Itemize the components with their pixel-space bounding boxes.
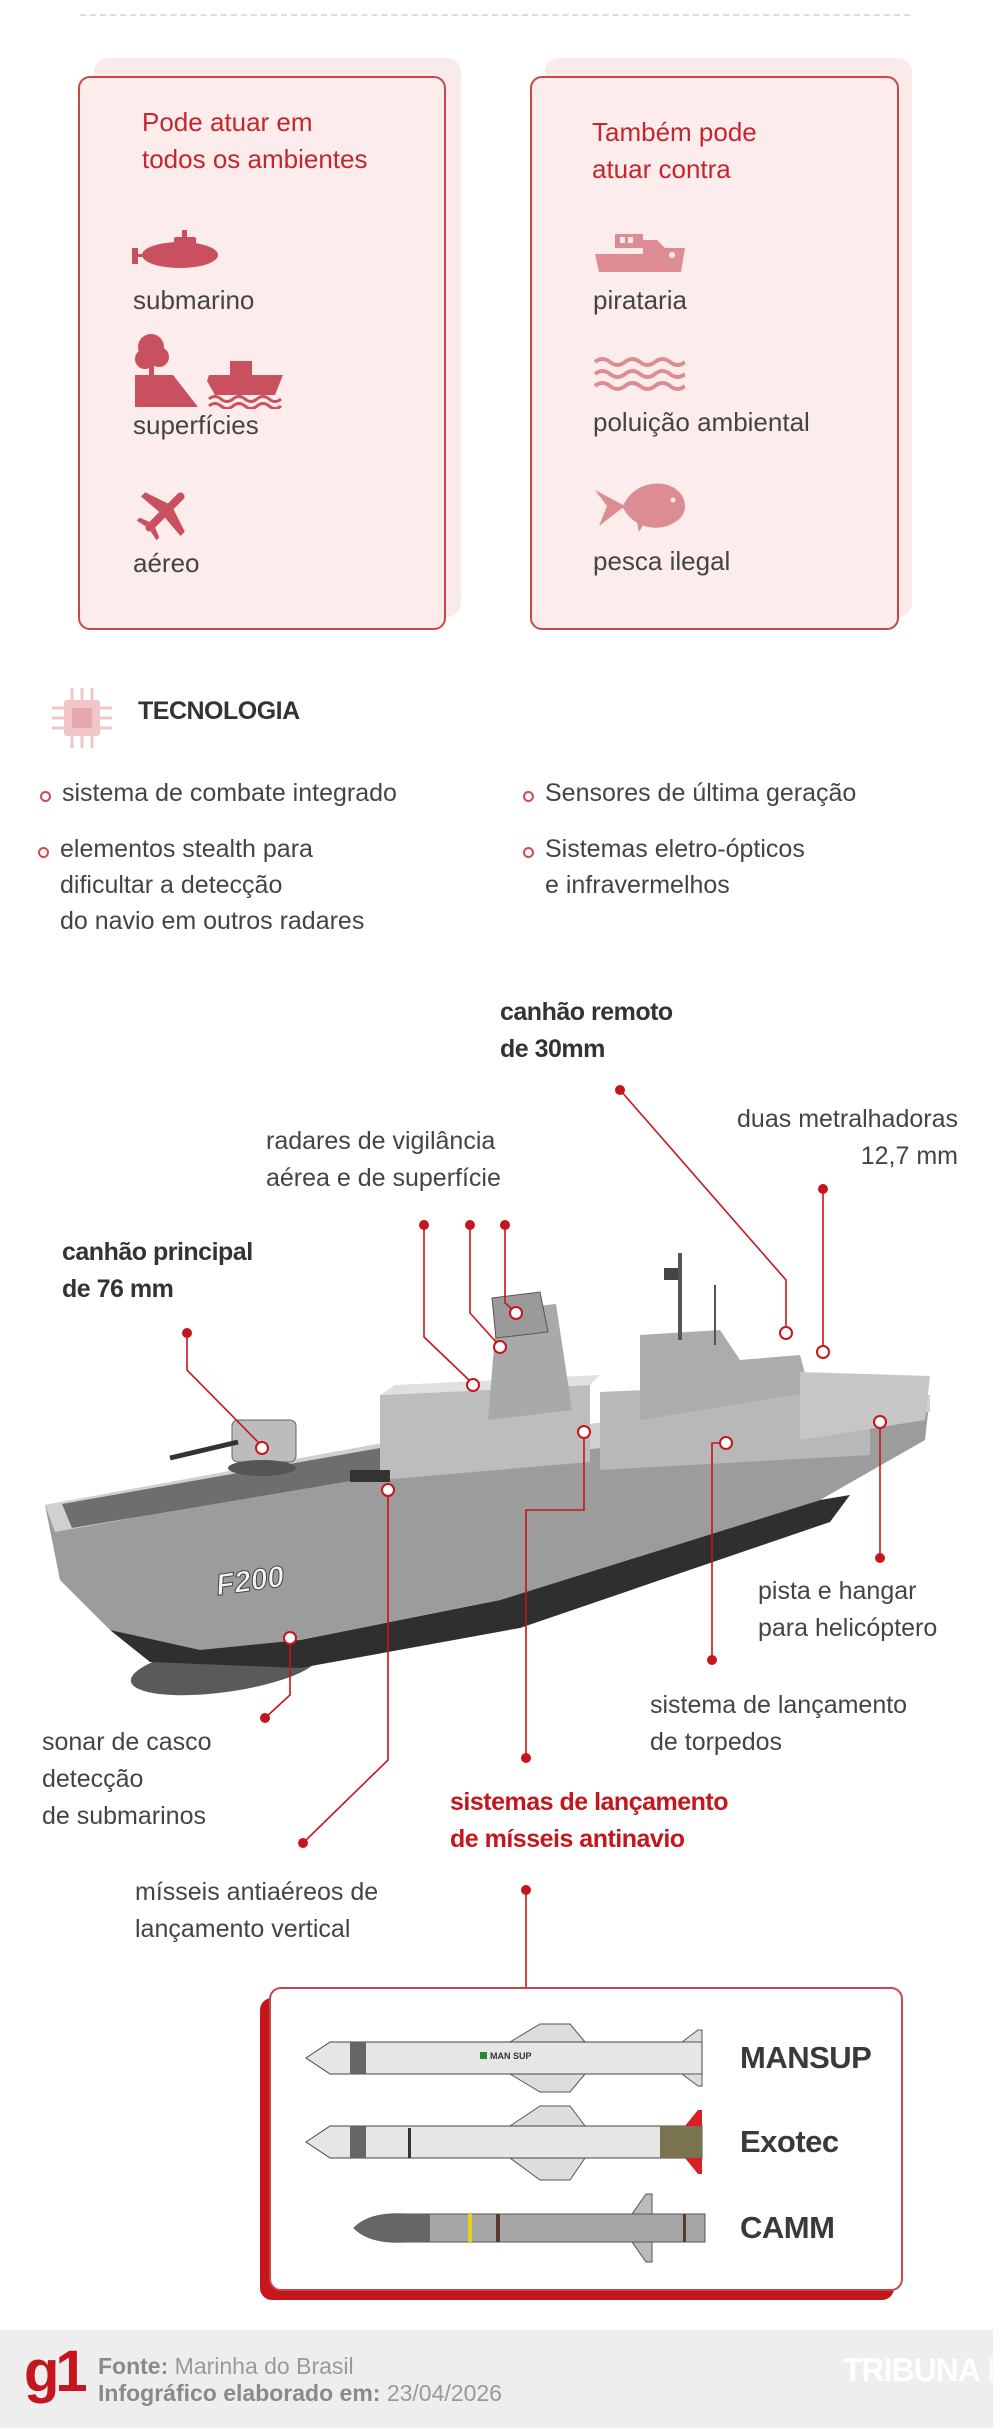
- callout-line: de mísseis antinavio: [450, 1825, 685, 1853]
- hull-number: F200: [214, 1560, 287, 1602]
- callout-line: sistema de lançamento: [650, 1691, 908, 1719]
- environment-label: submarino: [133, 285, 255, 315]
- threat-label: pesca ilegal: [593, 546, 731, 576]
- callout-helicopter: pista e hangar para helicóptero: [758, 1573, 937, 1647]
- callout-lines: [186, 1089, 881, 1987]
- date-label: Infográfico elaborado em:: [98, 2380, 381, 2406]
- submarine-icon: [132, 230, 218, 268]
- missile-name-exotec: Exotec: [740, 2124, 839, 2159]
- mansup-missile-icon: MAN SUP: [305, 2023, 703, 2093]
- callout-line: radares de vigilância: [266, 1127, 496, 1155]
- technology-bullet: Sensores de última geração: [523, 775, 857, 811]
- callout-sonar: sonar de casco detecção de submarinos: [42, 1724, 212, 1835]
- callout-main-cannon: canhão principal de 76 mm: [62, 1234, 253, 1308]
- source-line: Fonte: Marinha do Brasil: [98, 2353, 354, 2380]
- callout-dots: [182, 1085, 885, 1895]
- missile-name-camm: CAMM: [740, 2210, 835, 2245]
- frigate-illustration: F200: [45, 1253, 930, 1696]
- land-and-ship-icon: [135, 334, 283, 409]
- bullet-icon: [40, 791, 51, 802]
- callout-line: mísseis antiaéreos de: [135, 1878, 379, 1906]
- threat-label: pirataria: [593, 285, 687, 315]
- title-line: atuar contra: [592, 154, 731, 184]
- bullet-text: dificultar a detecção: [60, 871, 283, 899]
- callout-line: lançamento vertical: [135, 1915, 351, 1943]
- date-line: Infográfico elaborado em: 23/04/2026: [98, 2380, 502, 2407]
- tribuna-foz-watermark: TRIBUNA FOZ: [843, 2352, 1000, 2389]
- callout-line: para helicóptero: [758, 1614, 938, 1642]
- callout-line: de submarinos: [42, 1802, 206, 1830]
- airplane-icon: [136, 492, 185, 540]
- callout-line: canhão remoto: [500, 998, 673, 1026]
- bullet-text: sistema de combate integrado: [62, 779, 397, 807]
- technology-bullet: sistema de combate integrado: [40, 775, 397, 811]
- callout-targets: [255, 1306, 887, 1645]
- callout-remote-cannon: canhão remoto de 30mm: [500, 994, 673, 1068]
- bullet-icon: [38, 847, 49, 858]
- bullet-text: elementos stealth para: [60, 835, 313, 863]
- g1-logo: g1: [24, 2339, 88, 2404]
- chip-icon: [52, 688, 112, 748]
- bullet-icon: [523, 847, 534, 858]
- waves-icon: [593, 357, 685, 391]
- bullet-text: Sistemas eletro-ópticos: [545, 835, 805, 863]
- threats-title: Também pode atuar contra: [592, 114, 757, 188]
- source-label: Fonte:: [98, 2353, 169, 2379]
- callout-machine-guns: duas metralhadoras 12,7 mm: [737, 1101, 958, 1175]
- callout-line: de 30mm: [500, 1035, 605, 1063]
- title-line: Pode atuar em: [142, 107, 313, 137]
- threat-label: poluição ambiental: [593, 407, 810, 437]
- environments-title: Pode atuar em todos os ambientes: [142, 104, 367, 178]
- callout-line: aérea e de superfície: [266, 1164, 501, 1192]
- title-line: todos os ambientes: [142, 144, 368, 174]
- brand-bold: TRIBUNA: [843, 2352, 980, 2388]
- title-line: Também pode: [592, 117, 757, 147]
- footer: [0, 2330, 993, 2428]
- boat-icon: [595, 234, 685, 272]
- bullet-text: e infravermelhos: [545, 871, 730, 899]
- callout-line: canhão principal: [62, 1238, 253, 1266]
- missile-marking: MAN SUP: [490, 2051, 532, 2061]
- technology-title: TECNOLOGIA: [138, 697, 300, 725]
- callout-line: 12,7 mm: [860, 1142, 958, 1170]
- callout-line: pista e hangar: [758, 1577, 917, 1605]
- callout-line: duas metralhadoras: [737, 1105, 958, 1133]
- callout-antiship-missiles: sistemas de lançamento de mísseis antinav…: [450, 1784, 729, 1858]
- bullet-icon: [523, 791, 534, 802]
- divider: [80, 14, 910, 16]
- fish-icon: [595, 483, 686, 532]
- callout-antiair-missiles: mísseis antiaéreos de lançamento vertical: [135, 1874, 378, 1948]
- callout-torpedoes: sistema de lançamento de torpedos: [650, 1687, 907, 1761]
- exotec-missile-icon: [305, 2105, 703, 2181]
- bullet-text: Sensores de última geração: [545, 779, 857, 807]
- callout-line: sistemas de lançamento: [450, 1788, 729, 1816]
- brand-light: FOZ: [986, 2352, 1000, 2388]
- technology-bullet: elementos stealth para dificultar a dete…: [38, 831, 365, 939]
- technology-bullet: Sistemas eletro-ópticos e infravermelhos: [523, 831, 805, 903]
- threats-card: [530, 76, 899, 630]
- environment-label: superfícies: [133, 410, 259, 440]
- environment-label: aéreo: [133, 548, 200, 578]
- callout-line: detecção: [42, 1765, 144, 1793]
- callout-line: de torpedos: [650, 1728, 783, 1756]
- camm-missile-icon: [353, 2193, 706, 2263]
- missile-name-mansup: MANSUP: [740, 2040, 872, 2075]
- date-value: 23/04/2026: [386, 2380, 502, 2406]
- callout-line: de 76 mm: [62, 1275, 174, 1303]
- bullet-text: do navio em outros radares: [60, 907, 365, 935]
- callout-line: sonar de casco: [42, 1728, 212, 1756]
- source-value: Marinha do Brasil: [174, 2353, 354, 2379]
- callout-radars: radares de vigilância aérea e de superfíc…: [266, 1123, 501, 1197]
